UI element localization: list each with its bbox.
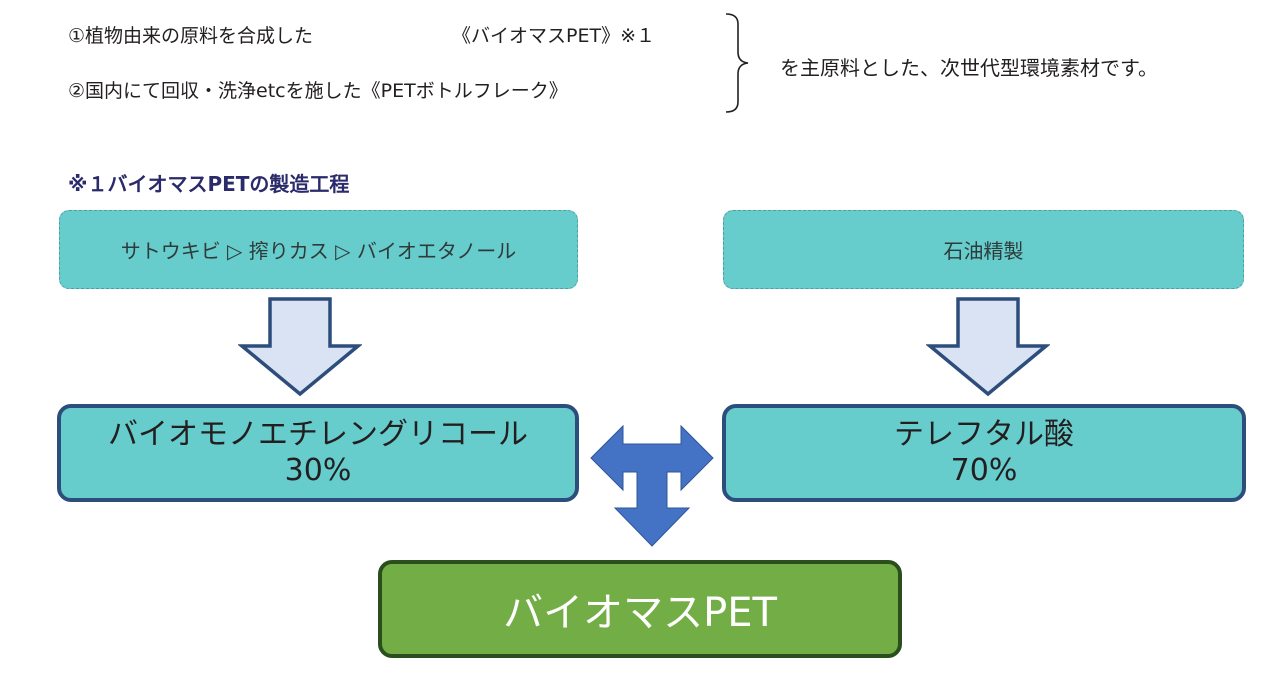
right-down-arrow-icon	[926, 297, 1050, 397]
left-component-box: バイオモノエチレングリコール 30%	[57, 404, 579, 502]
curly-brace	[725, 13, 749, 113]
intro-line-1-suffix: 《バイオマスPET》※１	[452, 25, 655, 47]
intro-summary: を主原料とした、次世代型環境素材です。	[780, 56, 1158, 80]
product-label: バイオマスPET	[503, 590, 777, 636]
left-source-label: サトウキビ ▷ 搾りカス ▷ バイオエタノール	[120, 239, 517, 263]
intro-line-2: ②国内にて回収・洗浄etcを施した《PETボトルフレーク》	[68, 80, 568, 102]
product-box: バイオマスPET	[378, 560, 902, 658]
process-title: ※１バイオマスPETの製造工程	[68, 172, 350, 196]
right-source-box: 石油精製	[723, 210, 1244, 289]
left-component-name: バイオモノエチレングリコール	[108, 417, 528, 452]
intro-line-1-prefix: ①植物由来の原料を合成した	[68, 25, 314, 47]
right-source-label: 石油精製	[943, 239, 1024, 263]
combine-arrow-icon	[590, 424, 714, 547]
left-source-box: サトウキビ ▷ 搾りカス ▷ バイオエタノール	[59, 210, 578, 289]
right-component-box: テレフタル酸 70%	[722, 404, 1246, 502]
left-component-share: 30%	[284, 453, 352, 488]
right-component-share: 70%	[950, 453, 1018, 488]
left-down-arrow-icon	[238, 297, 362, 397]
right-component-name: テレフタル酸	[894, 417, 1074, 452]
